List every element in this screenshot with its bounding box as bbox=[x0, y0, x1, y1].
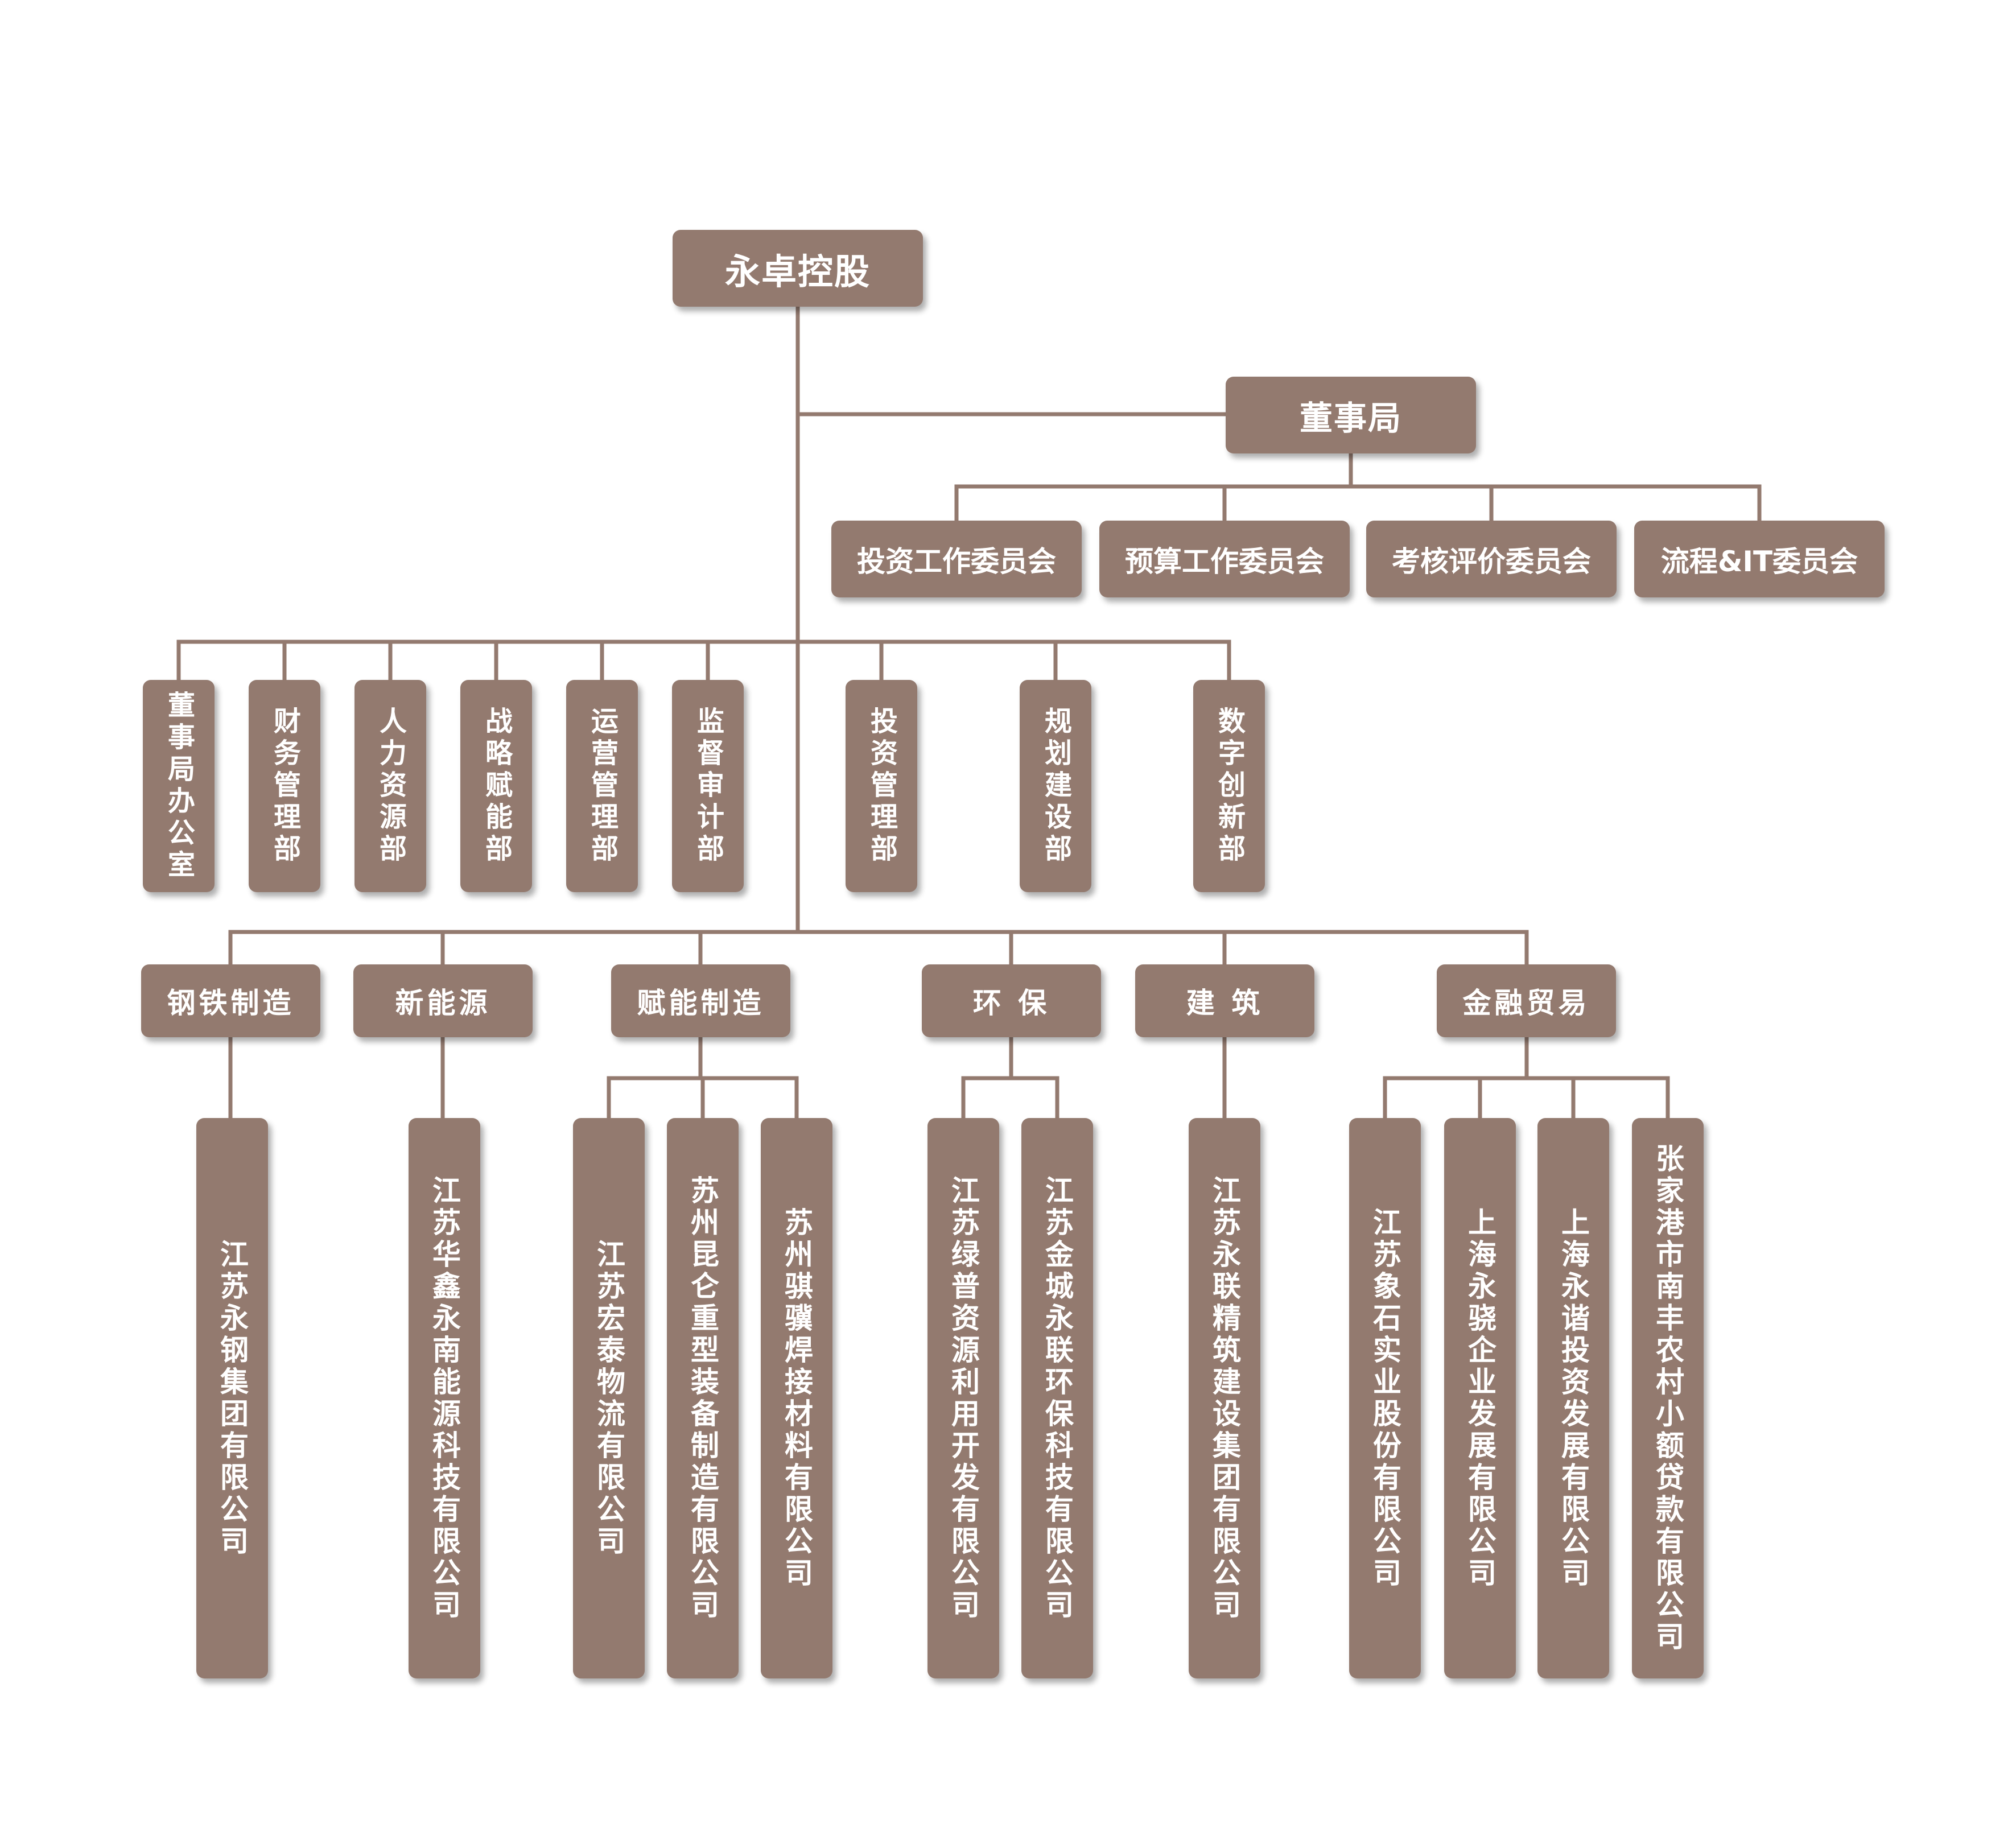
company-label: 江苏象石实业股份有限公司 bbox=[1368, 1207, 1401, 1590]
company-yongxiao-enterprise: 上海永骁企业发展有限公司 bbox=[1444, 1118, 1516, 1678]
department-label: 人力资源部 bbox=[374, 706, 406, 866]
root-node: 永卓控股 bbox=[673, 230, 923, 307]
board-node: 董事局 bbox=[1226, 377, 1476, 453]
company-yongxie-investment: 上海永谐投资发展有限公司 bbox=[1537, 1118, 1609, 1678]
sector-steel: 钢铁制造 bbox=[141, 964, 320, 1037]
company-hongtai-logistics: 江苏宏泰物流有限公司 bbox=[573, 1118, 645, 1678]
sector-construction: 建 筑 bbox=[1135, 964, 1314, 1037]
company-label: 江苏金城永联环保科技有限公司 bbox=[1041, 1175, 1074, 1622]
company-xiangshi-industrial: 江苏象石实业股份有限公司 bbox=[1349, 1118, 1421, 1678]
committee-evaluation: 考核评价委员会 bbox=[1366, 521, 1617, 597]
company-label: 上海永谐投资发展有限公司 bbox=[1557, 1207, 1590, 1590]
company-kunlun-heavy-equipment: 苏州昆仑重型装备制造有限公司 bbox=[667, 1118, 739, 1678]
company-label: 江苏宏泰物流有限公司 bbox=[592, 1239, 625, 1558]
sector-environment: 环 保 bbox=[922, 964, 1101, 1037]
department-label: 投资管理部 bbox=[865, 706, 897, 866]
department-digital: 数字创新部 bbox=[1193, 680, 1265, 892]
sector-label: 新能源 bbox=[395, 987, 491, 1020]
department-label: 董事局办公室 bbox=[163, 690, 195, 882]
committee-label: 考核评价委员会 bbox=[1392, 544, 1591, 578]
committee-label: 预算工作委员会 bbox=[1125, 544, 1324, 578]
department-strategy: 战略赋能部 bbox=[460, 680, 532, 892]
department-label: 运营管理部 bbox=[586, 706, 618, 866]
company-label: 苏州昆仑重型装备制造有限公司 bbox=[686, 1175, 719, 1622]
sector-label: 赋能制造 bbox=[637, 987, 765, 1020]
company-yonglian-jingzhu-construction: 江苏永联精筑建设集团有限公司 bbox=[1189, 1118, 1260, 1678]
company-nanfeng-microcredit: 张家港市南丰农村小额贷款有限公司 bbox=[1632, 1118, 1704, 1678]
committee-investment: 投资工作委员会 bbox=[831, 521, 1082, 597]
sector-label: 建 筑 bbox=[1186, 987, 1264, 1020]
company-label: 上海永骁企业发展有限公司 bbox=[1463, 1207, 1496, 1590]
department-operations: 运营管理部 bbox=[566, 680, 638, 892]
department-label: 战略赋能部 bbox=[480, 706, 512, 866]
company-label: 江苏绿普资源利用开发有限公司 bbox=[947, 1175, 980, 1622]
sector-enabling-manufacturing: 赋能制造 bbox=[611, 964, 790, 1037]
department-planning: 规划建设部 bbox=[1020, 680, 1091, 892]
company-label: 江苏永联精筑建设集团有限公司 bbox=[1208, 1175, 1241, 1622]
department-label: 规划建设部 bbox=[1040, 706, 1071, 866]
sector-finance-trade: 金融贸易 bbox=[1437, 964, 1616, 1037]
committee-budget: 预算工作委员会 bbox=[1099, 521, 1350, 597]
committee-process-it: 流程&IT委员会 bbox=[1634, 521, 1885, 597]
company-label: 苏州骐骥焊接材料有限公司 bbox=[780, 1207, 813, 1590]
department-hr: 人力资源部 bbox=[354, 680, 426, 892]
company-jincheng-yonglian-environment: 江苏金城永联环保科技有限公司 bbox=[1021, 1118, 1093, 1678]
department-label: 数字创新部 bbox=[1213, 706, 1245, 866]
sector-label: 金融贸易 bbox=[1462, 987, 1590, 1020]
company-label: 张家港市南丰农村小额贷款有限公司 bbox=[1651, 1143, 1684, 1653]
department-board-office: 董事局办公室 bbox=[143, 680, 215, 892]
company-huaxin-yongnan-energy: 江苏华鑫永南能源科技有限公司 bbox=[409, 1118, 480, 1678]
committee-label: 投资工作委员会 bbox=[857, 544, 1056, 578]
company-label: 江苏永钢集团有限公司 bbox=[216, 1239, 249, 1558]
department-label: 监督审计部 bbox=[692, 706, 724, 866]
sector-new-energy: 新能源 bbox=[353, 964, 533, 1037]
company-yonggang-group: 江苏永钢集团有限公司 bbox=[196, 1118, 268, 1678]
company-qiji-welding: 苏州骐骥焊接材料有限公司 bbox=[761, 1118, 832, 1678]
department-finance: 财务管理部 bbox=[249, 680, 320, 892]
sector-label: 环 保 bbox=[972, 987, 1050, 1020]
board-label: 董事局 bbox=[1299, 398, 1402, 438]
department-audit: 监督审计部 bbox=[672, 680, 744, 892]
company-label: 江苏华鑫永南能源科技有限公司 bbox=[428, 1175, 461, 1622]
department-label: 财务管理部 bbox=[269, 706, 300, 866]
committee-label: 流程&IT委员会 bbox=[1660, 544, 1858, 578]
sector-label: 钢铁制造 bbox=[167, 987, 295, 1020]
company-lvpu-resources: 江苏绿普资源利用开发有限公司 bbox=[927, 1118, 999, 1678]
root-label: 永卓控股 bbox=[724, 250, 871, 292]
department-investment: 投资管理部 bbox=[846, 680, 917, 892]
